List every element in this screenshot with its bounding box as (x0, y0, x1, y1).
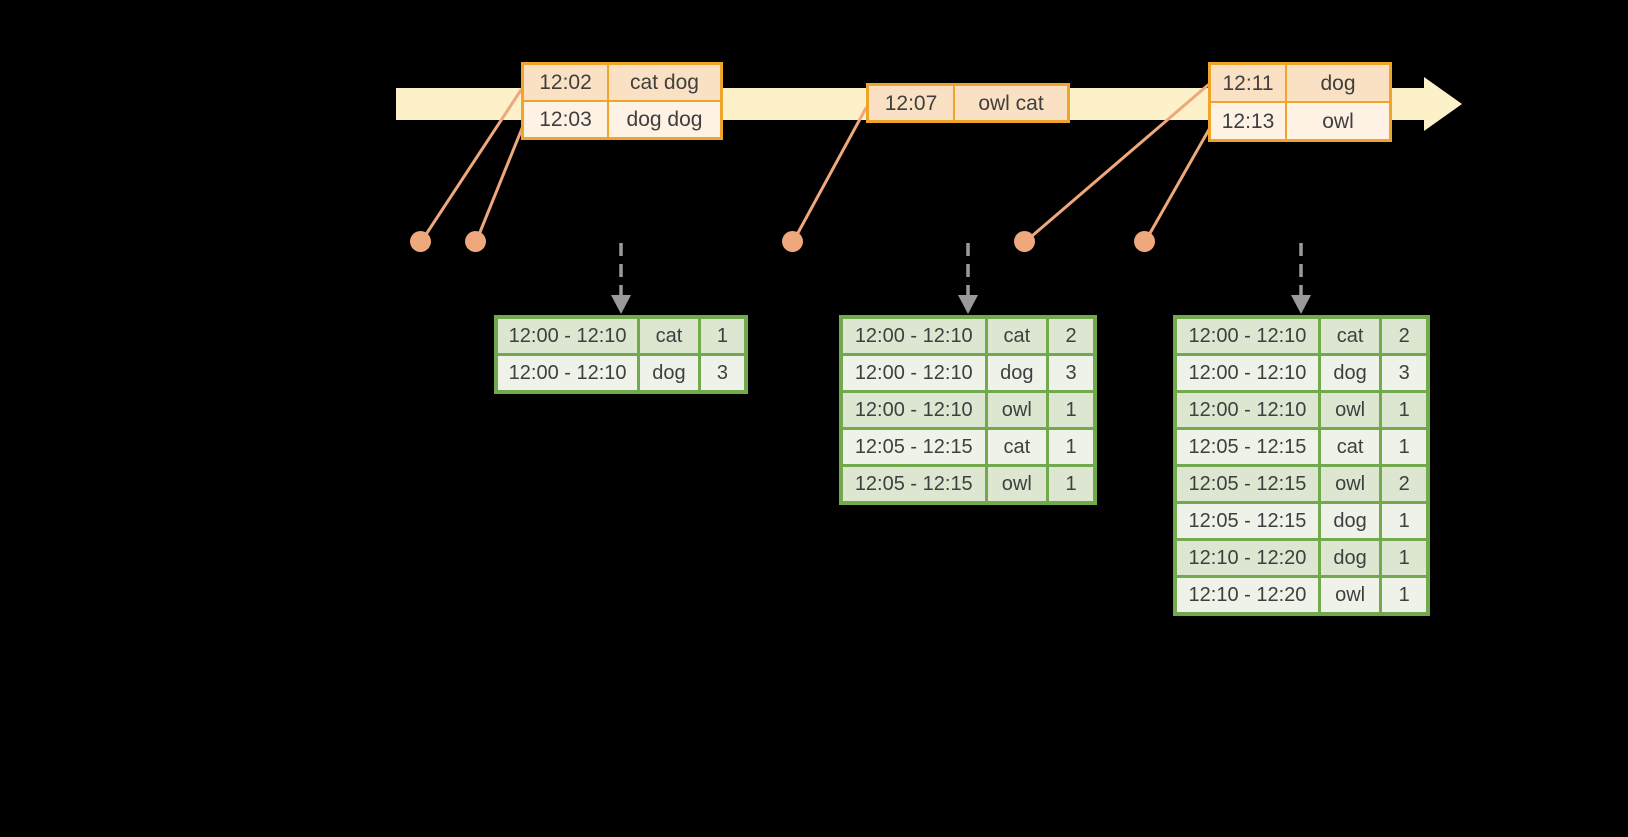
event-dot (410, 231, 431, 252)
count-cell: 1 (1049, 430, 1093, 464)
window-cell: 12:00 - 12:10 (1177, 356, 1318, 390)
event-time-cell: 12:03 (524, 102, 607, 137)
result-table-1: 12:00 - 12:10 cat 1 12:00 - 12:10 dog 3 (494, 315, 748, 394)
word-cell: cat (1320, 319, 1380, 353)
count-cell: 2 (1382, 319, 1426, 353)
event-time-cell: 12:02 (524, 65, 607, 100)
count-cell: 1 (1049, 467, 1093, 501)
event-time-cell: 12:11 (1211, 65, 1285, 101)
word-cell: owl (987, 467, 1047, 501)
window-cell: 12:05 - 12:15 (1177, 504, 1318, 538)
word-cell: owl (987, 393, 1047, 427)
event-time-cell: 12:07 (869, 86, 953, 120)
event-table-1: 12:02 cat dog 12:03 dog dog (521, 62, 723, 140)
event-dot (1134, 231, 1155, 252)
window-cell: 12:00 - 12:10 (843, 319, 985, 353)
window-cell: 12:00 - 12:10 (843, 393, 985, 427)
count-cell: 1 (1382, 504, 1426, 538)
event-words-cell: dog (1287, 65, 1389, 101)
word-cell: cat (640, 319, 698, 353)
trigger-arrowhead-icon (1291, 295, 1311, 314)
window-cell: 12:00 - 12:10 (498, 319, 638, 353)
count-cell: 2 (1049, 319, 1093, 353)
window-cell: 12:00 - 12:10 (498, 356, 638, 390)
word-cell: cat (987, 430, 1047, 464)
count-cell: 1 (700, 319, 744, 353)
event-words-cell: owl cat (955, 86, 1067, 120)
word-cell: dog (987, 356, 1047, 390)
count-cell: 1 (1382, 541, 1426, 575)
count-cell: 3 (700, 356, 744, 390)
count-cell: 1 (1382, 578, 1426, 612)
word-cell: dog (1320, 541, 1380, 575)
count-cell: 3 (1382, 356, 1426, 390)
window-cell: 12:10 - 12:20 (1177, 541, 1318, 575)
window-cell: 12:00 - 12:10 (843, 356, 985, 390)
word-cell: owl (1320, 393, 1380, 427)
result-table-2: 12:00 - 12:10 cat 2 12:00 - 12:10 dog 3 … (839, 315, 1097, 505)
timeline-arrowhead-icon (1424, 77, 1462, 131)
window-cell: 12:00 - 12:10 (1177, 393, 1318, 427)
event-dot (1014, 231, 1035, 252)
count-cell: 2 (1382, 467, 1426, 501)
trigger-arrowhead-icon (611, 295, 631, 314)
count-cell: 1 (1382, 393, 1426, 427)
event-words-cell: dog dog (609, 102, 720, 137)
result-table-3: 12:00 - 12:10 cat 2 12:00 - 12:10 dog 3 … (1173, 315, 1430, 616)
window-cell: 12:05 - 12:15 (843, 467, 985, 501)
leader-line (791, 106, 868, 244)
event-time-cell: 12:13 (1211, 103, 1285, 139)
word-cell: dog (1320, 356, 1380, 390)
leader-line (1143, 124, 1213, 244)
event-words-cell: cat dog (609, 65, 720, 100)
word-cell: owl (1320, 467, 1380, 501)
event-table-3: 12:11 dog 12:13 owl (1208, 62, 1392, 142)
word-cell: dog (1320, 504, 1380, 538)
window-cell: 12:05 - 12:15 (1177, 467, 1318, 501)
count-cell: 1 (1382, 430, 1426, 464)
event-words-cell: owl (1287, 103, 1389, 139)
count-cell: 1 (1049, 393, 1093, 427)
leader-line (474, 124, 525, 244)
trigger-arrowhead-icon (958, 295, 978, 314)
word-cell: dog (640, 356, 698, 390)
event-table-2: 12:07 owl cat (866, 83, 1070, 123)
word-cell: cat (987, 319, 1047, 353)
event-dot (782, 231, 803, 252)
window-cell: 12:05 - 12:15 (1177, 430, 1318, 464)
word-cell: owl (1320, 578, 1380, 612)
count-cell: 3 (1049, 356, 1093, 390)
window-cell: 12:05 - 12:15 (843, 430, 985, 464)
window-cell: 12:10 - 12:20 (1177, 578, 1318, 612)
word-cell: cat (1320, 430, 1380, 464)
window-cell: 12:00 - 12:10 (1177, 319, 1318, 353)
event-dot (465, 231, 486, 252)
